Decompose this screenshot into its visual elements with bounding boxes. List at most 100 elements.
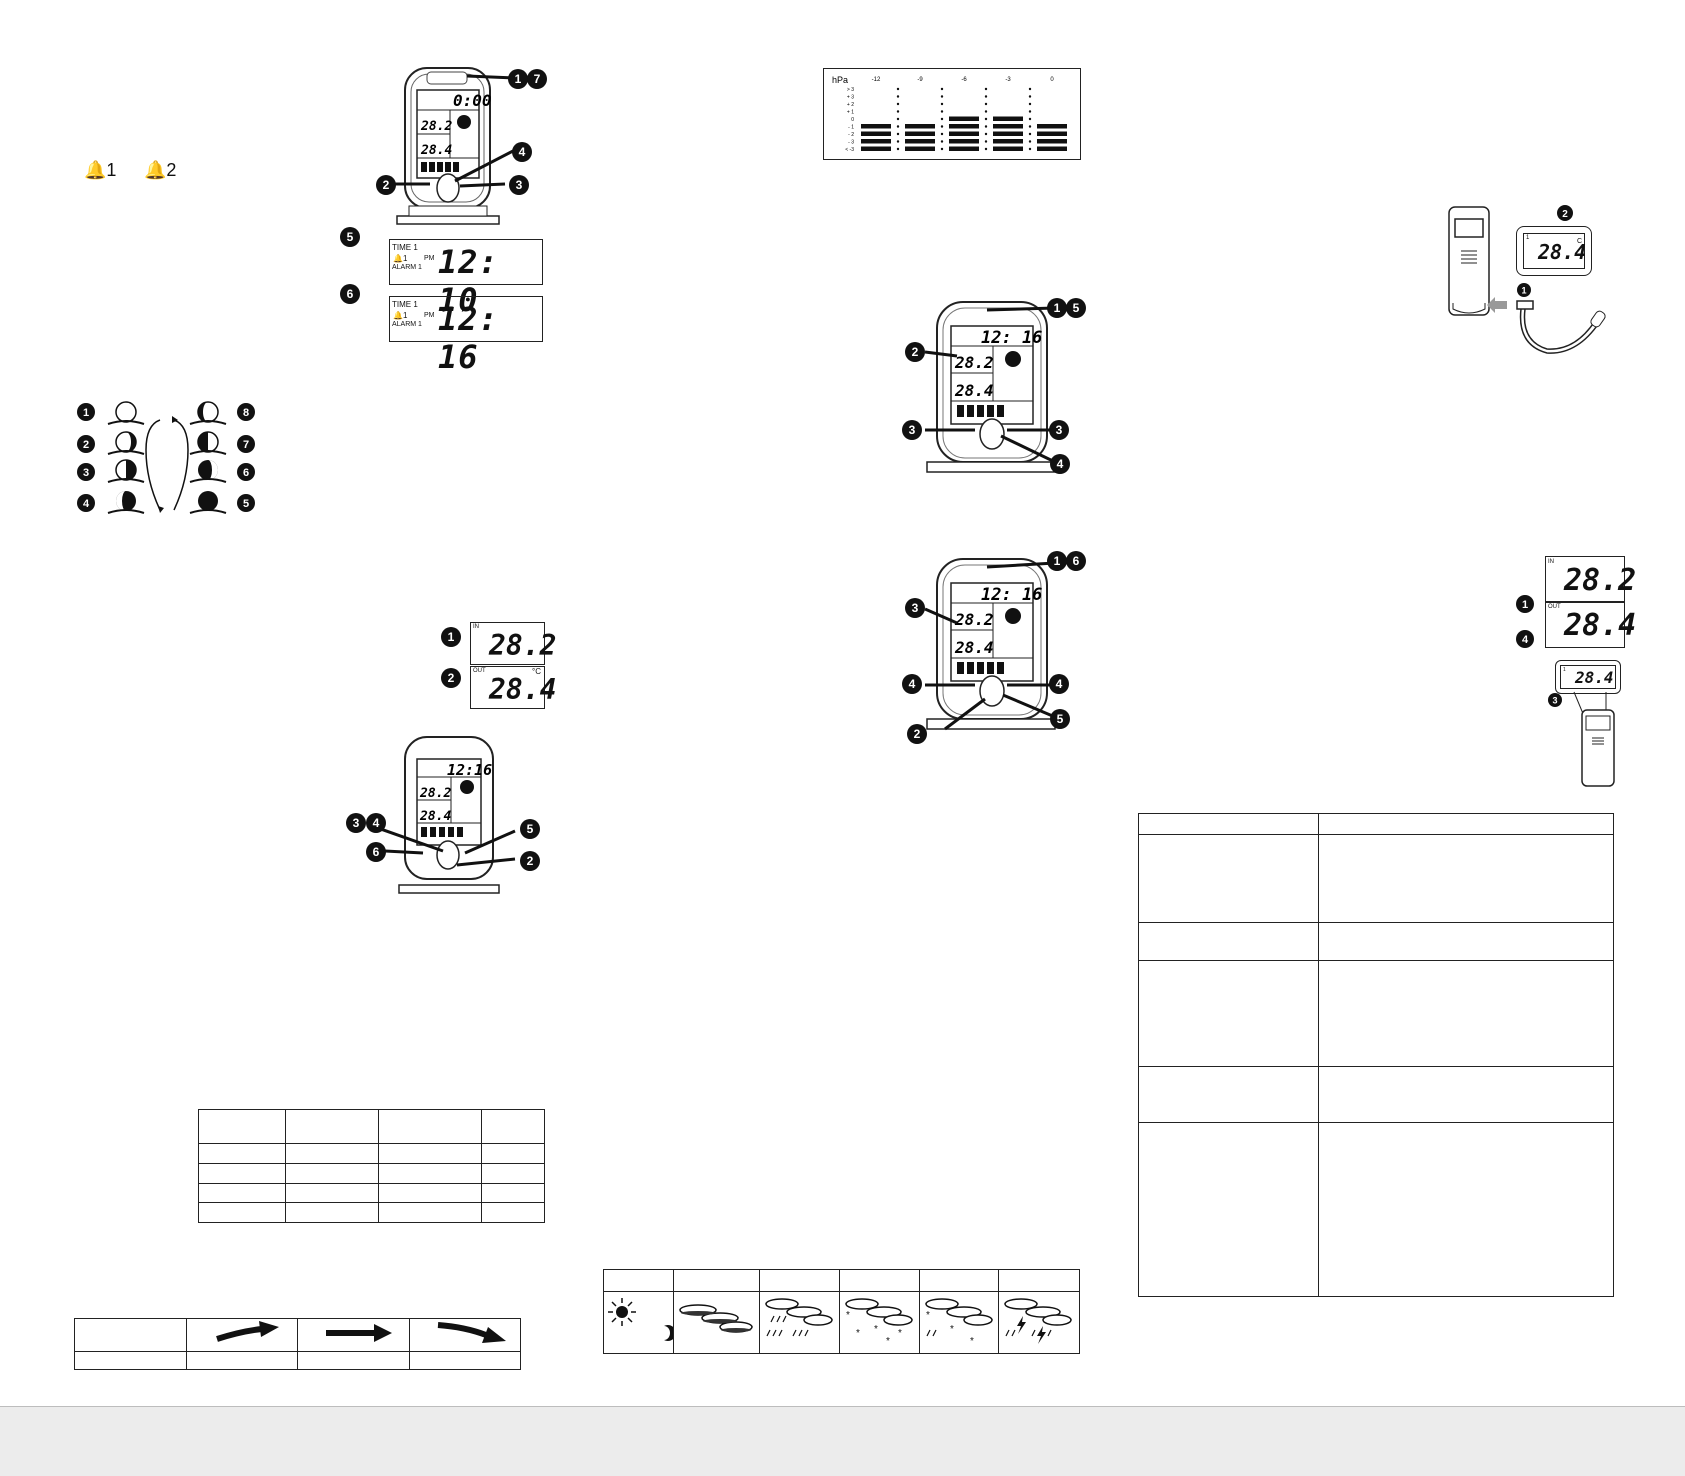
- lcd-bell-label: 🔔1: [393, 254, 408, 263]
- moon-new-icon: [189, 491, 227, 514]
- moon-crescent-icon: [664, 1325, 676, 1341]
- pressure-bar-segment: [1037, 146, 1067, 151]
- callout-badge-lcd-flash: 6: [339, 283, 361, 310]
- callout-badge-mid-top-3-left: 3: [901, 419, 923, 446]
- svg-text:6: 6: [373, 845, 380, 859]
- pressure-hour-label: 0: [1050, 77, 1054, 83]
- lcd-ampm: PM: [424, 255, 435, 262]
- pressure-grid-dot: [984, 140, 988, 143]
- bell-icon: 🔔: [393, 311, 403, 320]
- weather-station-device-alarm: 0:00 28.2 28.4: [390, 67, 516, 225]
- moon-waxing-crescent-icon: [189, 401, 227, 425]
- temp-out-label: OUT: [1548, 604, 1561, 610]
- pressure-bar-segment: [1037, 131, 1067, 136]
- moon-num-4: 4: [83, 498, 90, 510]
- pressure-bar-segment: [861, 146, 891, 151]
- callout-badge-2-lower: 2: [519, 850, 541, 877]
- pressure-grid-dot: [984, 95, 988, 98]
- weather-station-device-mid-top: 12: 16 28.2 28.4: [924, 301, 1060, 473]
- device-time: 12: 16: [981, 585, 1042, 605]
- moon-num-5: 5: [243, 498, 249, 510]
- svg-text:5: 5: [527, 822, 534, 836]
- device-out: 28.4: [954, 638, 994, 657]
- moon-waxing-gibbous-icon: [189, 460, 227, 483]
- temp-in-label: IN: [473, 624, 479, 630]
- moon-num-6: 6: [243, 467, 249, 479]
- pressure-grid-dot: [1028, 110, 1032, 113]
- temp-out-label: OUT: [473, 668, 486, 674]
- pressure-level-label: - 2: [848, 132, 854, 138]
- sunny-cell: [603, 1291, 676, 1354]
- moon-waning-gibbous-icon: [107, 431, 145, 455]
- pressure-grid-dot: [940, 117, 944, 121]
- badge-7: 7: [534, 72, 541, 86]
- pressure-grid-dot: [940, 87, 944, 91]
- device-in: 28.2: [954, 610, 994, 629]
- moon-num-7: 7: [243, 439, 249, 451]
- cloudy-cell: [673, 1291, 760, 1354]
- pressure-hour-label: -6: [961, 77, 967, 83]
- svg-text:2: 2: [912, 345, 919, 359]
- trend-steady-arrow-icon: [326, 1324, 392, 1342]
- page-footer-band: [0, 1406, 1685, 1476]
- lcd-ampm: PM: [424, 312, 435, 319]
- callout-badge-plug: 1: [1516, 282, 1532, 303]
- pressure-bar-segment: [905, 146, 935, 151]
- pressure-grid-dot: [1028, 140, 1032, 143]
- lcd-time-value: 12: 16: [438, 300, 499, 376]
- pressure-grid-dot: [940, 147, 944, 151]
- svg-text:*: *: [886, 1336, 890, 1347]
- pressure-grid-dot: [896, 110, 900, 113]
- svg-text:2: 2: [1562, 209, 1568, 220]
- callout-badge-mid-top-2: 2: [904, 341, 926, 368]
- pressure-bar-segment: [949, 146, 979, 151]
- pressure-grid-dot: [984, 102, 988, 106]
- callout-badges-15: 1 5: [1047, 297, 1087, 324]
- pressure-bar-segment: [1037, 124, 1067, 129]
- svg-text:2: 2: [527, 854, 534, 868]
- pressure-grid-dot: [896, 140, 900, 143]
- temperature-panel: IN 28.2 OUT °C 28.4: [470, 622, 556, 709]
- alarm-icon-2-number: 2: [166, 160, 177, 180]
- pressure-level-label: + 3: [847, 95, 854, 101]
- svg-text:*: *: [970, 1336, 974, 1347]
- pressure-bar-segment: [949, 139, 979, 144]
- trend-falling-cell: [409, 1318, 521, 1352]
- svg-text:3: 3: [516, 178, 523, 192]
- callout-badge-mid-top-3-right: 3: [1048, 419, 1070, 446]
- table-cell: [1318, 960, 1614, 1067]
- table-cell: [1138, 1122, 1319, 1297]
- pressure-bar-segment: [861, 139, 891, 144]
- table-header-cell: [1138, 813, 1319, 835]
- callout-badge-temp-in: 1: [440, 626, 462, 653]
- moon-first-quarter-icon: [189, 431, 227, 455]
- pressure-grid-dot: [984, 125, 988, 128]
- svg-text:5: 5: [1057, 712, 1064, 726]
- rain-icon: [765, 1298, 833, 1337]
- pressure-bar-segment: [993, 131, 1023, 136]
- callout-badge-sensor: 3: [1547, 692, 1563, 713]
- pressure-bar-segment: [993, 139, 1023, 144]
- callout-badges-34: 3 4: [346, 812, 388, 839]
- pressure-bar-segment: [949, 131, 979, 136]
- callout-badge-6-lower: 6: [365, 841, 387, 868]
- table-cell: [1318, 1066, 1614, 1123]
- table-cell: [1138, 960, 1319, 1067]
- device-out: 28.4: [954, 381, 994, 400]
- sensor-zoom-display: 1 28.4: [1555, 660, 1621, 694]
- svg-text:1: 1: [448, 630, 455, 644]
- svg-text:4: 4: [1057, 457, 1064, 471]
- snow-icon: *****: [845, 1298, 913, 1347]
- pressure-level-label: + 1: [847, 110, 854, 116]
- svg-text:*: *: [898, 1328, 902, 1339]
- pressure-grid-dot: [1028, 95, 1032, 98]
- callout-badge-temp-out: 2: [440, 667, 462, 694]
- svg-text:3: 3: [909, 423, 916, 437]
- pressure-grid-dot: [896, 147, 900, 151]
- pressure-grid-dot: [984, 132, 988, 136]
- pressure-level-label: - 1: [848, 125, 854, 131]
- callout-badge-right-in: 1: [1515, 594, 1535, 619]
- remote-sensor-with-cable: [1448, 206, 1606, 354]
- sleet-cell: ***: [919, 1291, 999, 1354]
- moon-waning-crescent-icon: [107, 491, 145, 514]
